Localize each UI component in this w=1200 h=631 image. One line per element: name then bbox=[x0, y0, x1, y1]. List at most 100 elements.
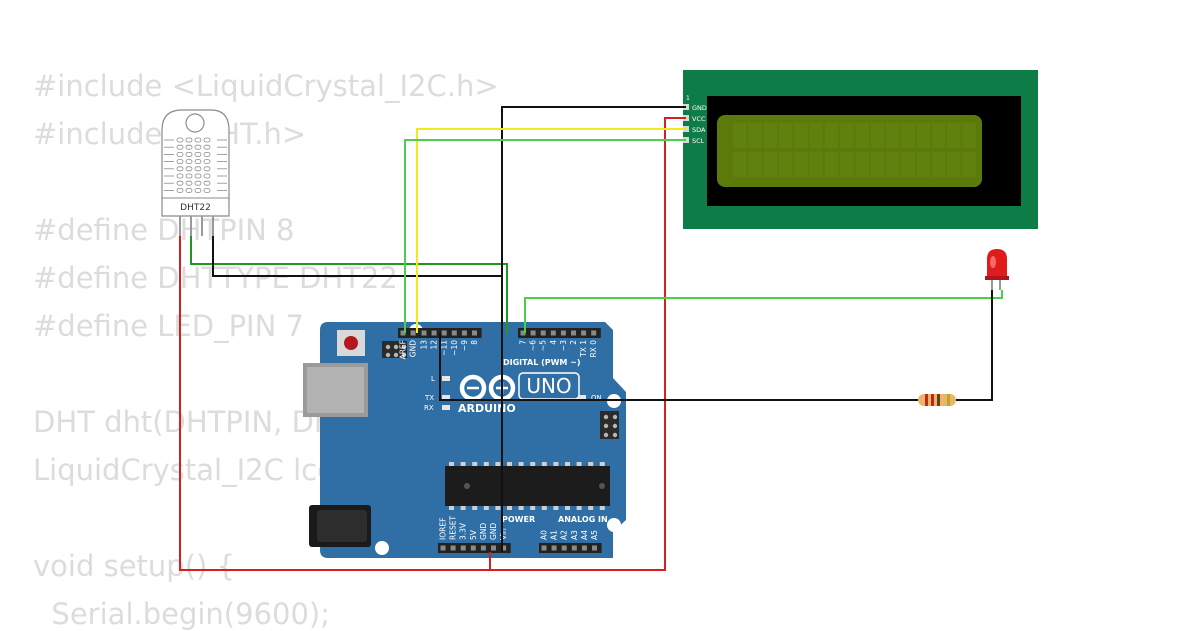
header-pin[interactable] bbox=[541, 545, 547, 551]
header-pin[interactable] bbox=[491, 545, 496, 551]
chip-pin bbox=[530, 506, 536, 510]
wire-resistor-led[interactable] bbox=[956, 290, 993, 401]
header-pin[interactable] bbox=[581, 545, 587, 551]
icsp-pin bbox=[393, 344, 399, 350]
header-pin[interactable] bbox=[440, 545, 446, 551]
lcd-char-cell bbox=[962, 152, 976, 177]
header-base bbox=[518, 328, 601, 338]
grille-slot bbox=[185, 137, 193, 143]
header-pin[interactable] bbox=[431, 330, 437, 336]
chip-pin bbox=[483, 462, 489, 466]
lcd-char-cell bbox=[870, 123, 885, 148]
pin-label: 13 bbox=[420, 340, 429, 350]
red-led[interactable] bbox=[985, 249, 1009, 290]
pin-label: A0 bbox=[540, 530, 549, 540]
wire-resistor-gnd[interactable] bbox=[439, 333, 918, 401]
lcd-char-cell bbox=[931, 152, 946, 177]
wire-lcd-vcc[interactable] bbox=[490, 117, 686, 571]
chip-pin bbox=[449, 462, 454, 466]
chip-pin bbox=[599, 462, 605, 466]
chip-notch bbox=[464, 483, 470, 489]
grille-slot bbox=[185, 151, 193, 157]
header-pin[interactable] bbox=[560, 330, 566, 336]
lcd-char-cell bbox=[763, 152, 778, 177]
lcd-char-cell bbox=[778, 152, 793, 177]
header-pin[interactable] bbox=[530, 330, 536, 336]
pin-label: Vin bbox=[499, 528, 508, 540]
header-pin[interactable] bbox=[450, 545, 456, 551]
chip-pin bbox=[518, 462, 524, 466]
header-pin[interactable] bbox=[571, 545, 577, 551]
pin-label: A1 bbox=[550, 530, 559, 540]
header-pin[interactable] bbox=[551, 545, 557, 551]
wire-led-signal[interactable] bbox=[524, 290, 1003, 333]
header-pin[interactable] bbox=[480, 545, 486, 551]
header-pin[interactable] bbox=[472, 330, 477, 336]
code-line: #define LED_PIN 7 bbox=[33, 309, 304, 343]
header-pin[interactable] bbox=[571, 330, 576, 336]
chip-pin bbox=[530, 462, 536, 466]
pin-label: ~10 bbox=[450, 340, 459, 356]
grille-slot bbox=[176, 166, 184, 172]
wire-dht-vcc[interactable] bbox=[179, 236, 491, 571]
header-pin[interactable] bbox=[410, 330, 416, 336]
icsp-pin bbox=[385, 344, 391, 350]
chip-pin bbox=[588, 506, 594, 510]
dht22-sensor[interactable]: DHT22 bbox=[161, 109, 230, 236]
icsp-pin bbox=[612, 432, 618, 438]
lcd-char-cell bbox=[824, 152, 839, 177]
wire-lcd-sda[interactable] bbox=[416, 128, 686, 333]
header-pin[interactable] bbox=[461, 330, 467, 336]
header-pin[interactable] bbox=[441, 330, 447, 336]
header-pin[interactable] bbox=[520, 330, 526, 336]
led-rx bbox=[442, 405, 450, 410]
header-pin[interactable] bbox=[501, 545, 507, 551]
dht22-mount-hole bbox=[185, 113, 205, 133]
grille-slot bbox=[203, 137, 211, 143]
mount-hole-bottom-right bbox=[607, 518, 621, 532]
header-pin[interactable] bbox=[400, 330, 406, 336]
pin-label: AREF bbox=[399, 340, 408, 359]
header-pin[interactable] bbox=[540, 330, 546, 336]
pin-label: ~5 bbox=[539, 340, 548, 351]
grille-slot bbox=[203, 187, 211, 193]
lcd-char-cell bbox=[886, 152, 900, 177]
arduino-uno-board[interactable]: UNO ARDUINO DIGITAL (PWM ~) POWER ANALOG… bbox=[303, 322, 626, 558]
lcd-char-cell bbox=[931, 123, 946, 148]
lcd-char-cell bbox=[794, 152, 808, 177]
chip-pin bbox=[449, 506, 454, 510]
lcd-char-cell bbox=[855, 123, 869, 148]
usb-connector-face bbox=[307, 367, 364, 413]
wire-lcd-gnd[interactable] bbox=[501, 106, 686, 552]
header-pin[interactable] bbox=[592, 545, 597, 551]
header-base bbox=[419, 328, 482, 338]
model-label: UNO bbox=[526, 374, 571, 398]
chip-pin bbox=[553, 506, 559, 510]
header-pin[interactable] bbox=[421, 330, 427, 336]
grille-slot bbox=[194, 180, 202, 186]
led-dome bbox=[987, 249, 1007, 279]
header-pin[interactable] bbox=[470, 545, 476, 551]
header-pin[interactable] bbox=[550, 330, 556, 336]
chip-dot bbox=[599, 483, 605, 489]
icsp-pin bbox=[401, 344, 407, 350]
lcd-character-grid bbox=[733, 123, 976, 177]
chip-pin bbox=[518, 506, 524, 510]
pin-label: ~9 bbox=[460, 340, 469, 351]
pin-label: 2 bbox=[569, 340, 578, 345]
header-pin[interactable] bbox=[561, 545, 567, 551]
wire-lcd-scl[interactable] bbox=[404, 139, 686, 333]
reset-button-cap[interactable] bbox=[344, 336, 358, 350]
header-pin[interactable] bbox=[451, 330, 457, 336]
header-pin[interactable] bbox=[581, 330, 587, 336]
header-pin[interactable] bbox=[460, 545, 466, 551]
wire-dht-data[interactable] bbox=[190, 236, 508, 333]
lcd-char-cell bbox=[794, 123, 808, 148]
resistor-band-1 bbox=[925, 394, 928, 406]
header-pin[interactable] bbox=[591, 330, 597, 336]
pin-label: ~6 bbox=[529, 340, 538, 351]
